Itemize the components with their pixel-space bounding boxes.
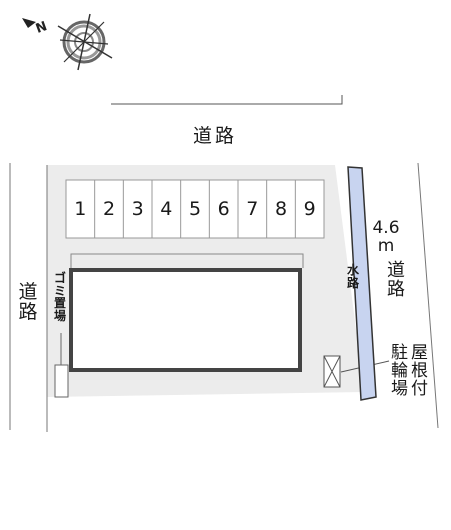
building-canopy-line [70,253,304,268]
right-road-label: 道路 [387,260,405,300]
right-road-edge [417,162,439,429]
parking-space-7: 7 [246,198,259,220]
garbage-area [54,364,69,398]
bike-parking-label-2: 屋根付 [411,343,428,400]
top-road-label: 道路 [192,125,237,147]
north-arrow-icon [22,18,36,28]
garbage-label: ゴミ置場 [53,271,66,323]
bike-parking-area [323,355,390,388]
waterway-label: 水路 [346,263,359,290]
parking-space-4: 4 [160,198,173,220]
compass-icon: N [22,13,113,71]
parking-space-3: 3 [131,198,144,220]
building [69,268,302,372]
waterway [347,166,377,401]
parking-space-5: 5 [188,198,202,220]
compass-north-label: N [34,19,49,37]
right-road-width-unit: m [377,235,395,256]
right-road-width-value: 4.6 [372,218,400,238]
parking-space-8: 8 [274,198,288,220]
parking-space-2: 2 [102,198,116,220]
top-road-edge [111,95,343,105]
parking-space-6: 6 [217,198,230,220]
right-road-width: 4.6 m [366,218,406,256]
bike-parking-label-1: 駐輪場 [391,343,408,400]
parking-space-9: 9 [303,198,316,220]
parking-row [65,179,325,239]
left-road-label: 道路 [18,281,38,323]
parking-space-1: 1 [74,198,87,220]
